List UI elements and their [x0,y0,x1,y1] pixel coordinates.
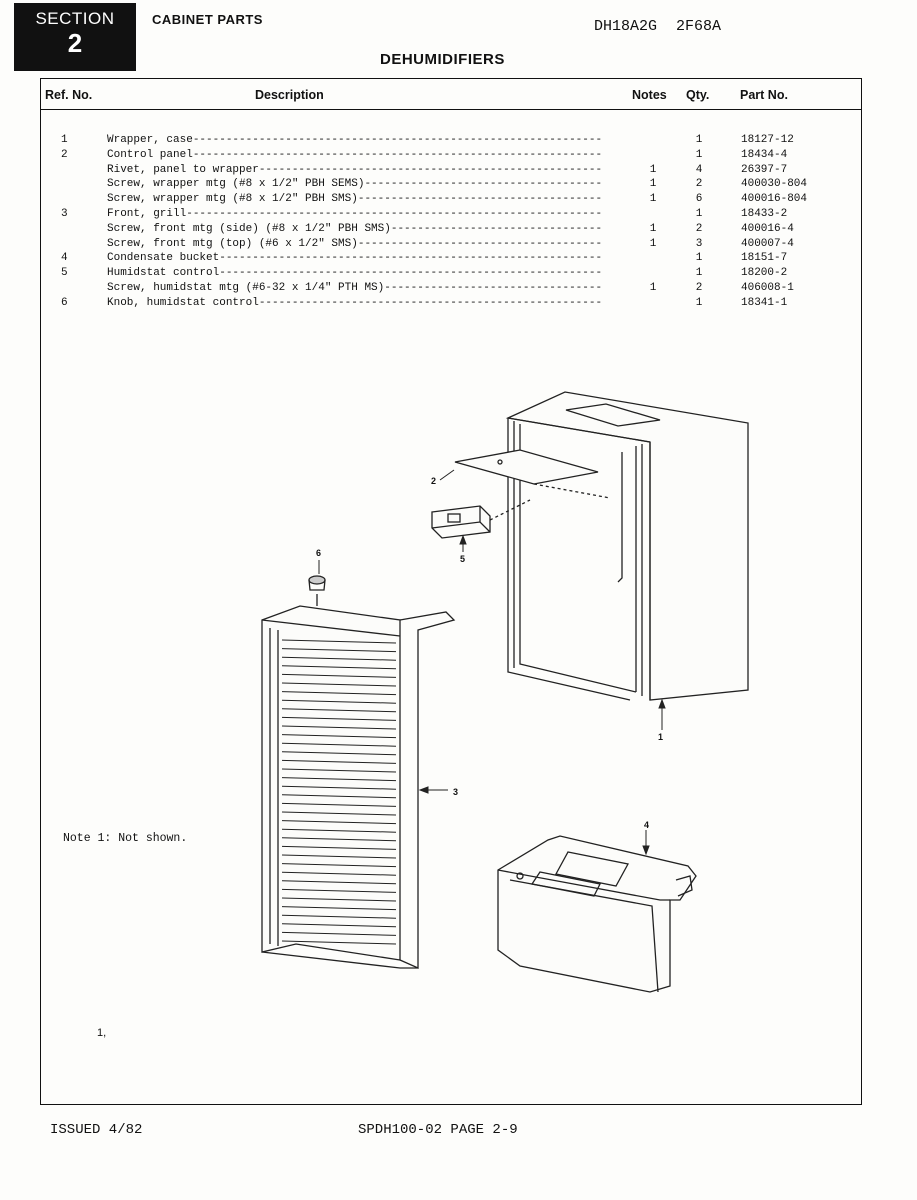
table-row: 2 Control panel--------------------------… [41,148,861,163]
model-number: 2F68A [676,18,722,35]
section-number: 2 [67,28,83,58]
col-qty-header: Qty. [686,88,710,102]
table-row: 1 Wrapper, case--------------------------… [41,133,861,148]
callout-2: 2 [431,476,436,486]
part-number-cell: 18341-1 [741,296,788,309]
page-number: SPDH100-02 PAGE 2-9 [358,1122,518,1138]
footnote: Note 1: Not shown. [63,832,188,845]
description-cell: Knob, humidstat control-----------------… [107,296,603,309]
qty-cell: 1 [695,252,703,265]
ref-cell: 3 [61,207,68,220]
model-numbers: DH18A2G 2F68A [594,18,731,35]
notes-cell: 1 [649,222,657,235]
condensate-bucket-drawing [497,835,697,993]
notes-cell: 1 [649,237,657,250]
table-header: Ref. No. Description Notes Qty. Part No. [41,79,861,110]
qty-cell: 2 [695,281,703,294]
description-cell: Screw, wrapper mtg (#8 x 1/2" PBH SEMS)-… [107,178,603,191]
callout-1: 1 [658,732,663,742]
qty-cell: 1 [695,267,703,280]
part-number-cell: 400030-804 [741,178,808,191]
margin-mark: 1, [97,1027,107,1039]
page-title: DEHUMIDIFIERS [380,51,505,68]
parts-list: 1 Wrapper, case--------------------------… [41,133,861,311]
table-row: 3 Front, grill---------------------------… [41,207,861,222]
issued-date: ISSUED 4/82 [50,1122,143,1138]
description-cell: Screw, wrapper mtg (#8 x 1/2" PBH SMS)--… [107,193,603,206]
qty-cell: 1 [695,207,703,220]
table-row: Screw, wrapper mtg (#8 x 1/2" PBH SMS)--… [41,192,861,207]
part-number-cell: 18433-2 [741,207,788,220]
ref-cell: 5 [61,267,68,280]
notes-cell: 1 [649,178,657,191]
ref-cell: 1 [61,134,68,146]
notes-cell: 1 [649,163,657,176]
control-panel-drawing [454,449,611,499]
part-number-cell: 26397-7 [741,163,788,176]
category-title: CABINET PARTS [152,12,263,27]
model-number: DH18A2G [594,18,658,35]
col-part-header: Part No. [740,88,788,102]
qty-cell: 1 [695,148,703,161]
qty-cell: 6 [695,193,703,206]
part-number-cell: 406008-1 [741,281,794,294]
front-grill-drawing [261,605,456,970]
callout-5: 5 [460,554,465,564]
knob-drawing [308,575,326,606]
qty-cell: 1 [695,296,703,309]
col-notes-header: Notes [632,88,667,102]
table-row: Screw, humidstat mtg (#6-32 x 1/4" PTH M… [41,281,861,296]
notes-cell: 1 [649,281,657,294]
col-description-header: Description [255,88,324,102]
wrapper-case-drawing [505,391,749,701]
callout-4: 4 [644,820,649,830]
table-row: 4 Condensate bucket----------------------… [41,251,861,266]
parts-frame: Ref. No. Description Notes Qty. Part No.… [40,78,862,1105]
qty-cell: 2 [695,178,703,191]
qty-cell: 2 [695,222,703,235]
qty-cell: 4 [695,163,703,176]
description-cell: Screw, front mtg (top) (#6 x 1/2" SMS)--… [107,237,603,250]
description-cell: Screw, humidstat mtg (#6-32 x 1/4" PTH M… [107,281,603,294]
part-number-cell: 400016-4 [741,222,794,235]
qty-cell: 1 [695,134,703,146]
description-cell: Rivet, panel to wrapper-----------------… [107,163,603,176]
table-row: Rivet, panel to wrapper-----------------… [41,163,861,178]
callout-3: 3 [453,787,458,797]
callout-6: 6 [316,548,321,558]
description-cell: Humidstat control-----------------------… [107,267,603,280]
part-number-cell: 400016-804 [741,193,808,206]
description-cell: Condensate bucket-----------------------… [107,252,603,265]
section-label: SECTION [35,9,115,28]
table-row: Screw, front mtg (side) (#8 x 1/2" PBH S… [41,222,861,237]
ref-cell: 4 [61,252,68,265]
part-number-cell: 18151-7 [741,252,788,265]
description-cell: Wrapper, case---------------------------… [107,134,603,146]
part-number-cell: 18200-2 [741,267,788,280]
description-cell: Control panel---------------------------… [107,148,603,161]
description-cell: Screw, front mtg (side) (#8 x 1/2" PBH S… [107,222,603,235]
part-number-cell: 400007-4 [741,237,794,250]
table-row: Screw, front mtg (top) (#6 x 1/2" SMS)--… [41,237,861,252]
table-row: 6 Knob, humidstat control----------------… [41,296,861,311]
notes-cell: 1 [649,193,657,206]
description-cell: Front, grill----------------------------… [107,207,603,220]
table-row: Screw, wrapper mtg (#8 x 1/2" PBH SEMS)-… [41,177,861,192]
ref-cell: 2 [61,148,68,161]
part-number-cell: 18127-12 [741,134,794,146]
col-ref-header: Ref. No. [45,88,93,102]
ref-cell: 6 [61,296,68,309]
qty-cell: 3 [695,237,703,250]
section-badge: SECTION 2 [14,3,136,71]
part-number-cell: 18434-4 [741,148,788,161]
humidstat-drawing [431,499,531,539]
table-row: 5 Humidstat control----------------------… [41,266,861,281]
